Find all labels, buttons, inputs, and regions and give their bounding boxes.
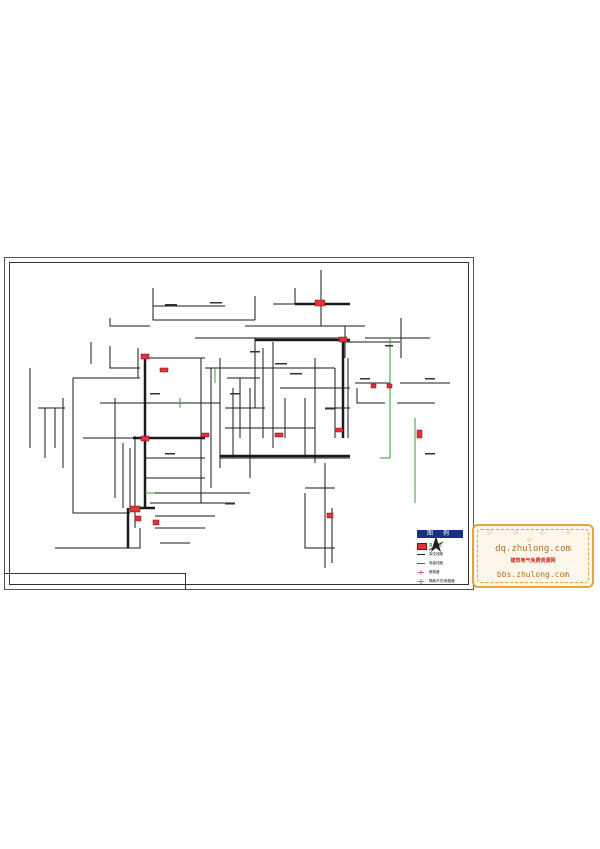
label-marks — [150, 302, 435, 505]
substation-box — [334, 427, 344, 433]
substations — [129, 299, 423, 526]
label-mark — [425, 378, 435, 380]
substation-box — [134, 515, 142, 522]
green-cross-icon — [417, 579, 425, 584]
line-segment — [356, 388, 385, 404]
line-segment — [109, 318, 150, 327]
line-segment — [304, 493, 335, 549]
label-mark — [360, 378, 370, 380]
legend-item-label: 隔离开关/断路器 — [429, 579, 455, 583]
substation-box — [152, 519, 160, 526]
substation-box — [200, 432, 210, 438]
legend-item-label: 变 电 站 — [429, 543, 442, 547]
line-segment — [55, 528, 141, 549]
watermark-dots: ◇ ◇ ◇ ◇ ◇ — [486, 529, 582, 543]
substation-box — [140, 353, 150, 360]
legend-item-switch: 隔离开关/断路器 — [417, 578, 467, 585]
title-block — [5, 573, 186, 589]
substation-icon — [417, 543, 427, 550]
legend-item-label: 架空线路 — [429, 552, 443, 556]
substation-box — [386, 383, 393, 389]
legend-item-overhead-line: 架空线路 — [417, 551, 467, 558]
watermark-top-url: dq.zhulong.com — [495, 544, 571, 554]
label-mark — [290, 373, 302, 375]
substation-box — [370, 383, 377, 389]
green-line — [380, 338, 391, 459]
cable-lines — [145, 338, 416, 503]
line-segment — [109, 346, 140, 369]
legend-item-breaker: 断路器 — [417, 569, 467, 576]
substation-box — [338, 336, 348, 343]
legend-title: 图 例 — [417, 530, 463, 538]
network-diagram — [29, 270, 450, 568]
label-mark — [165, 453, 175, 455]
label-mark — [210, 302, 222, 304]
legend-item-substation: 变 电 站 — [417, 542, 467, 550]
heavy-lines — [126, 302, 350, 548]
legend-item-label: 电缆线路 — [429, 561, 443, 565]
label-mark — [150, 393, 160, 395]
label-mark — [230, 393, 240, 395]
label-mark — [225, 503, 235, 505]
substation-box — [159, 367, 169, 373]
label-mark — [250, 351, 260, 353]
substation-box — [326, 512, 334, 519]
legend-item-cable-line: 电缆线路 — [417, 560, 467, 567]
label-mark — [385, 345, 393, 347]
substation-box — [314, 299, 326, 307]
label-mark — [425, 453, 435, 455]
label-mark — [165, 304, 177, 306]
substation-box — [274, 432, 284, 438]
drawing-sheet: 图 例 变 电 站 架空线路 电缆线路 断路器 隔离开关/断路器 — [4, 257, 474, 590]
legend-item-label: 断路器 — [429, 570, 440, 574]
red-line-icon — [417, 563, 425, 564]
breaker-icon — [417, 570, 425, 575]
substation-box — [140, 435, 150, 442]
label-mark — [275, 363, 287, 365]
line-segment — [152, 288, 255, 321]
watermark-stamp: ◇ ◇ ◇ ◇ ◇ dq.zhulong.com 建筑电气免费资源网 bbs.z… — [472, 524, 594, 588]
substation-box — [416, 429, 423, 439]
watermark-caption: 建筑电气免费资源网 — [510, 558, 556, 564]
black-line-icon — [417, 554, 425, 555]
substation-box — [129, 505, 141, 513]
overhead-lines — [29, 270, 450, 568]
label-mark — [325, 408, 335, 410]
north-arrow-icon — [427, 534, 445, 560]
legend: 图 例 变 电 站 架空线路 电缆线路 断路器 隔离开关/断路器 — [415, 530, 467, 590]
watermark-bottom-url: bbs.zhulong.com — [496, 570, 570, 579]
line-segment — [72, 378, 130, 514]
drawing-inner-frame — [9, 262, 469, 585]
